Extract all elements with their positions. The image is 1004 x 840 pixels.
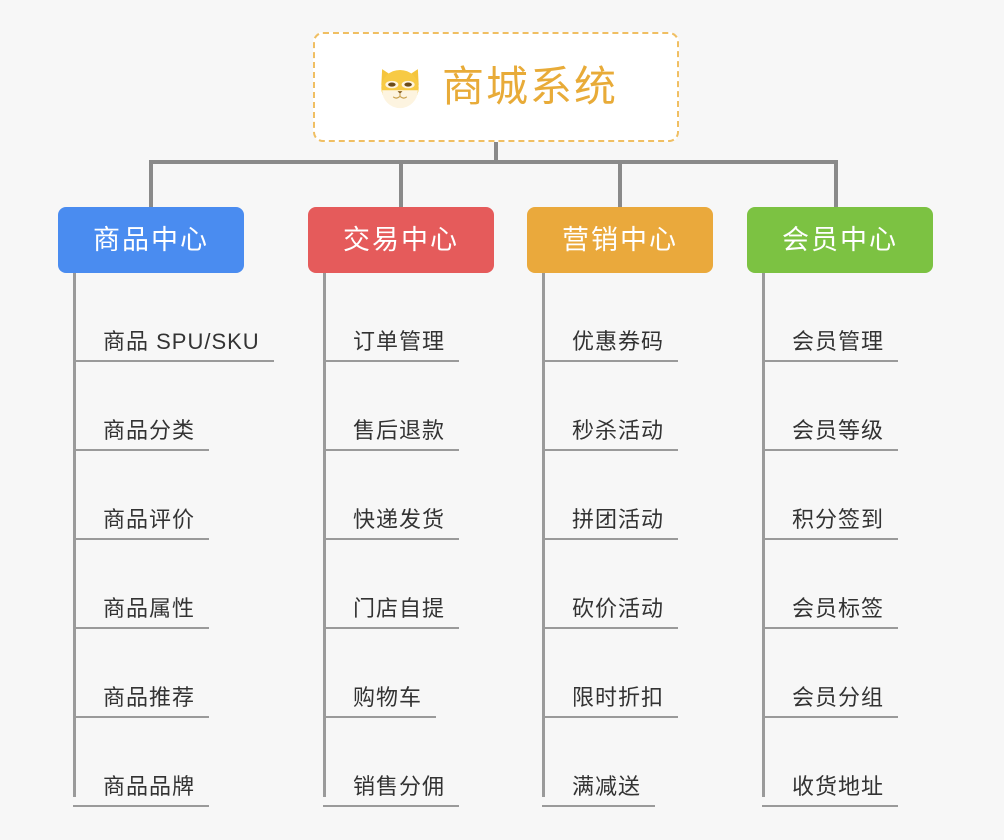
leaf-item[interactable]: 积分签到 [762, 451, 899, 540]
leaf-item[interactable]: 商品推荐 [73, 629, 210, 718]
leaf-label: 门店自提 [353, 595, 446, 621]
leaf-spine [762, 273, 765, 797]
leaf-label: 商品评价 [103, 506, 196, 532]
leaf-label: 会员管理 [792, 328, 885, 354]
leaf-label: 订单管理 [353, 328, 446, 354]
leaf-spine [542, 273, 545, 797]
leaf-label: 会员分组 [792, 684, 885, 710]
leaf-item[interactable]: 门店自提 [323, 540, 460, 629]
shiba-dog-icon [381, 69, 419, 109]
category-label: 商品中心 [93, 224, 209, 255]
leaf-item[interactable]: 商品分类 [73, 362, 210, 451]
leaf-item[interactable]: 会员等级 [762, 362, 899, 451]
leaf-label: 商品推荐 [103, 684, 196, 710]
leaf-item[interactable]: 砍价活动 [542, 540, 679, 629]
leaf-label: 会员等级 [792, 417, 885, 443]
leaf-item[interactable]: 商品评价 [73, 451, 210, 540]
root-title: 商城系统 [441, 63, 618, 110]
leaf-label: 商品品牌 [103, 773, 196, 799]
category-label: 会员中心 [782, 224, 898, 255]
leaf-item[interactable]: 优惠券码 [542, 273, 679, 362]
leaf-label: 积分签到 [792, 506, 885, 532]
leaf-label: 限时折扣 [572, 684, 665, 710]
leaf-item[interactable]: 商品 SPU/SKU [73, 273, 274, 362]
leaf-item[interactable]: 限时折扣 [542, 629, 679, 718]
leaf-item[interactable]: 收货地址 [762, 718, 899, 807]
category-label: 营销中心 [562, 224, 678, 255]
leaf-label: 购物车 [353, 684, 423, 710]
leaf-item[interactable]: 秒杀活动 [542, 362, 679, 451]
connector-drop-1 [149, 160, 153, 207]
connector-drop-3 [618, 160, 622, 207]
category-box-transaction[interactable]: 交易中心 [308, 207, 494, 273]
category-box-marketing[interactable]: 营销中心 [527, 207, 713, 273]
root-node[interactable]: 商城系统 [313, 32, 679, 142]
leaf-label: 砍价活动 [572, 595, 665, 621]
leaf-label: 商品分类 [103, 417, 196, 443]
leaf-spine [73, 273, 76, 797]
leaf-item[interactable]: 销售分佣 [323, 718, 460, 807]
leaf-item[interactable]: 满减送 [542, 718, 656, 807]
leaf-label: 商品属性 [103, 595, 196, 621]
leaf-label: 售后退款 [353, 417, 446, 443]
category-label: 交易中心 [343, 224, 459, 255]
leaf-item[interactable]: 会员管理 [762, 273, 899, 362]
leaf-label: 会员标签 [792, 595, 885, 621]
leaf-label: 优惠券码 [572, 328, 665, 354]
leaf-label: 快递发货 [353, 506, 446, 532]
connector-root-stem [494, 142, 498, 164]
leaf-item[interactable]: 会员分组 [762, 629, 899, 718]
leaf-item[interactable]: 拼团活动 [542, 451, 679, 540]
leaf-label: 收货地址 [792, 773, 885, 799]
leaf-label: 商品 SPU/SKU [103, 328, 260, 354]
leaf-item[interactable]: 商品属性 [73, 540, 210, 629]
leaf-item[interactable]: 商品品牌 [73, 718, 210, 807]
leaf-label: 销售分佣 [353, 773, 446, 799]
leaf-label: 满减送 [572, 773, 642, 799]
leaf-item[interactable]: 售后退款 [323, 362, 460, 451]
connector-drop-4 [834, 160, 838, 207]
leaf-item[interactable]: 会员标签 [762, 540, 899, 629]
leaf-label: 拼团活动 [572, 506, 665, 532]
connector-drop-2 [399, 160, 403, 207]
leaf-item[interactable]: 购物车 [323, 629, 437, 718]
leaf-label: 秒杀活动 [572, 417, 665, 443]
category-box-product[interactable]: 商品中心 [58, 207, 244, 273]
leaf-item[interactable]: 订单管理 [323, 273, 460, 362]
leaf-item[interactable]: 快递发货 [323, 451, 460, 540]
category-box-member[interactable]: 会员中心 [747, 207, 933, 273]
leaf-spine [323, 273, 326, 797]
connector-horizontal-bus [149, 160, 838, 164]
